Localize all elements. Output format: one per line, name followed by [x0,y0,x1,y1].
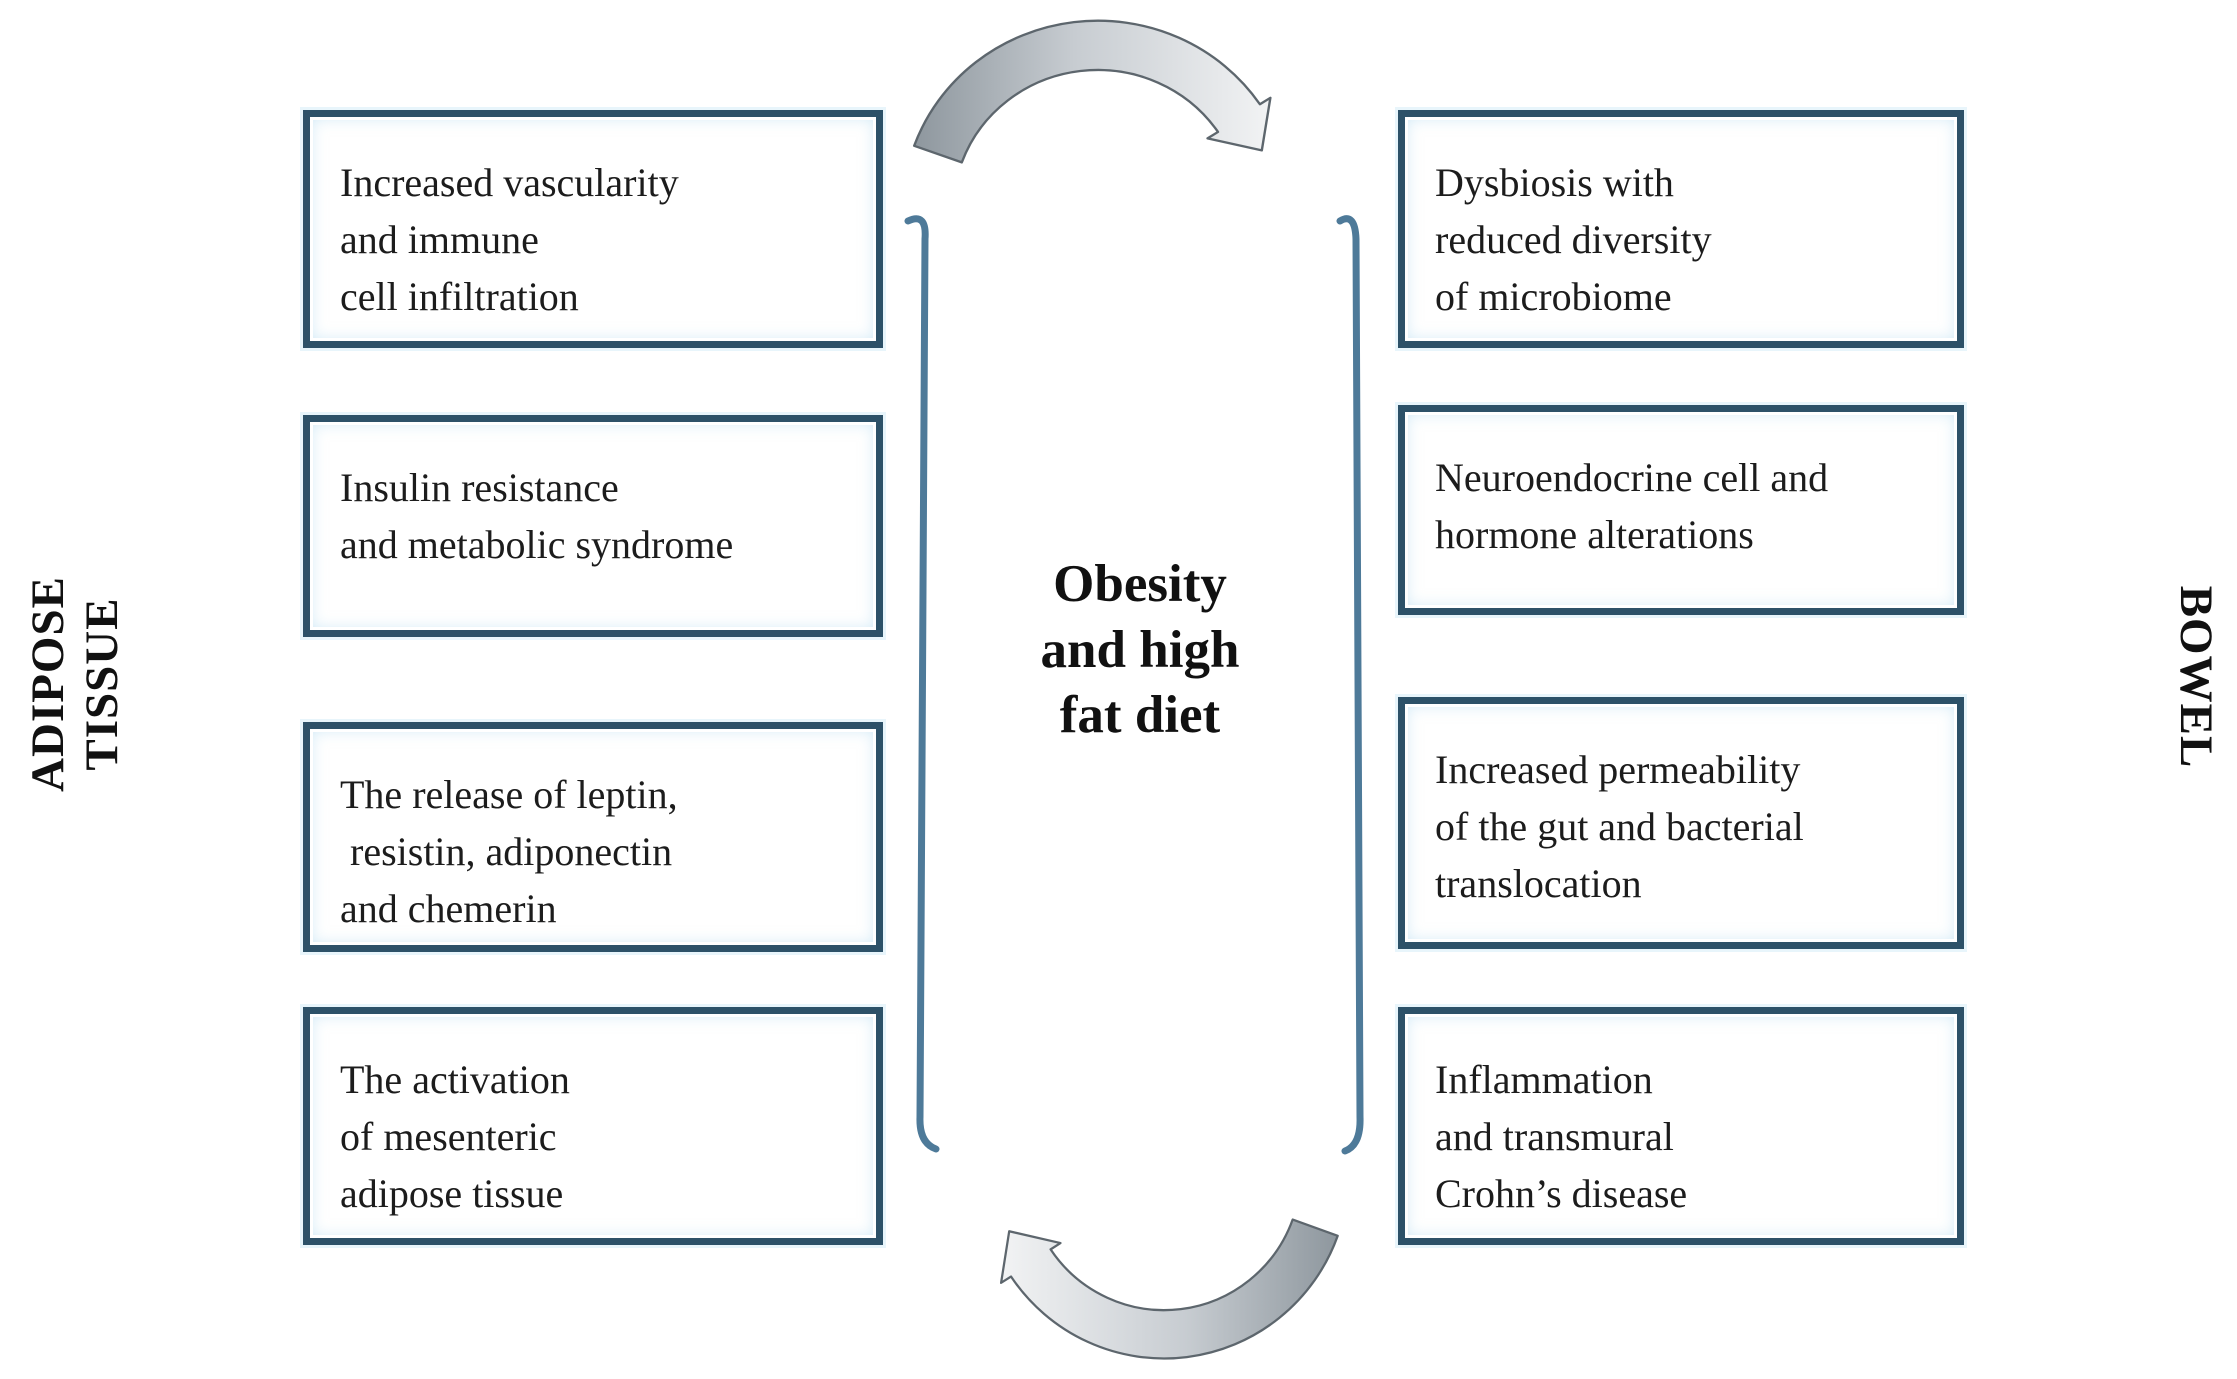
box-text-line: Neuroendocrine cell and [1435,455,1829,500]
box-text-line: Crohn’s disease [1435,1170,1688,1216]
bowel-label-line: BOWEL [2170,585,2222,769]
box-text-line: and metabolic syndrome [340,521,734,567]
box-dysbiosis: Dysbiosis with reduced diversity of micr… [1398,110,1964,348]
box-text-line: and immune [340,216,539,262]
bowel-label: BOWEL [2165,527,2222,827]
box-text-line: translocation [1435,860,1642,906]
box-text-line: of mesenteric [340,1113,557,1159]
box-neuroendocrine-alterations: Neuroendocrine cell and hormone alterati… [1398,405,1964,615]
tissue-label-line: TISSUE [76,597,129,771]
box-text-line: hormone alterations [1435,511,1754,557]
box-text-line: Dysbiosis with [1435,160,1674,205]
center-title-line: and high [1040,620,1240,679]
box-text-line: Insulin resistance [340,465,619,510]
box-text-line: reduced diversity [1435,216,1712,262]
box-text-line: and chemerin [340,885,557,931]
box-inflammation-crohns: Inflammation and transmural Crohn’s dise… [1398,1007,1964,1245]
box-mesenteric-adipose-activation: The activation of mesenteric adipose tis… [303,1007,883,1245]
adipose-tissue-label: ADIPOSE TISSUE [21,519,133,849]
box-text-line: The activation [340,1057,570,1102]
box-insulin-resistance: Insulin resistance and metabolic syndrom… [303,415,883,637]
box-text-line: adipose tissue [340,1170,564,1216]
left-bracket-line [904,215,940,1153]
cycle-arrow-top-icon [913,19,1272,164]
box-text-line: resistin, adiponectin [340,828,673,874]
cycle-arrow-bottom-icon [999,1218,1339,1360]
box-text-line: and transmural [1435,1113,1674,1159]
right-bracket-line [1336,215,1364,1155]
box-text-line: The release of leptin, [340,772,678,817]
box-text-line: of microbiome [1435,273,1672,319]
box-text-line: Inflammation [1435,1057,1653,1102]
box-gut-permeability: Increased permeability of the gut and ba… [1398,697,1964,949]
adipose-label-line: ADIPOSE [22,576,74,792]
center-title-line: fat diet [1059,686,1221,745]
box-text-line: of the gut and bacterial [1435,803,1804,849]
box-text-line: cell infiltration [340,273,579,319]
center-title-line: Obesity [1053,555,1227,613]
box-text-line: Increased permeability [1435,747,1801,792]
box-adipokine-release: The release of leptin, resistin, adipone… [303,722,883,952]
center-title: Obesity and high fat diet [940,552,1340,749]
box-increased-vascularity: Increased vascularity and immune cell in… [303,110,883,348]
box-text-line: Increased vascularity [340,160,679,205]
